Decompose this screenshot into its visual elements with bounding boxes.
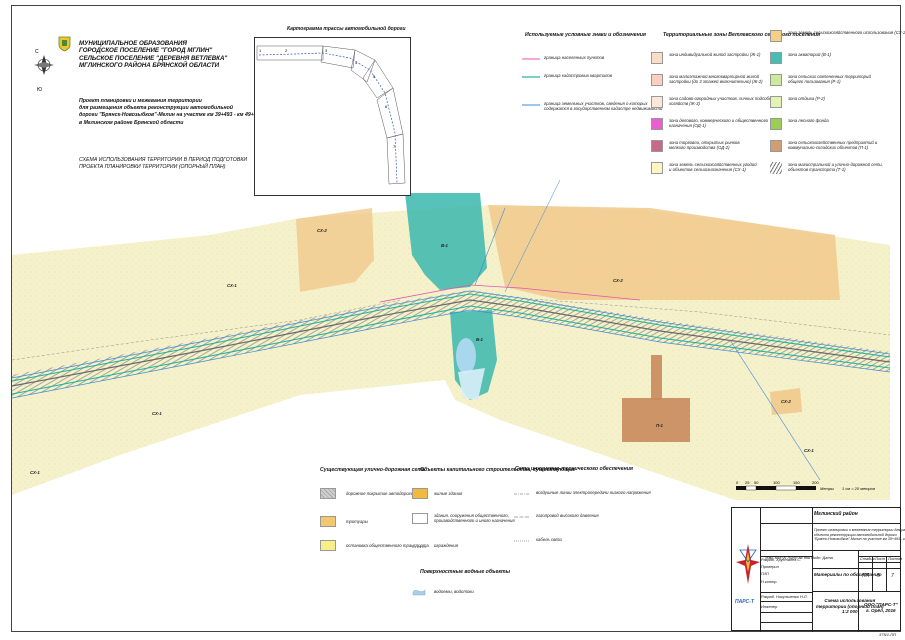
zone-sh2-right — [488, 205, 840, 300]
svg-text:Метры: Метры — [820, 486, 834, 491]
svg-text:С: С — [35, 49, 39, 55]
drawing-title: Схема использования территории (опорный … — [816, 598, 884, 615]
coat-of-arms-icon — [58, 36, 71, 52]
map-label: СХ-1 — [30, 470, 40, 475]
legend-water-title: Поверхностные водные объекты — [420, 569, 511, 575]
map-label: СХ-2 — [613, 278, 623, 283]
organization: ООО "ПАРС-Т" г. Орёл, 2016 — [864, 602, 898, 613]
map-label: СХ-1 — [804, 448, 814, 453]
legend-swatch — [320, 488, 336, 499]
legend-road-title: Существующая улично-дорожная сеть — [320, 467, 426, 473]
svg-text:25: 25 — [745, 480, 750, 485]
svg-text:Ю: Ю — [37, 87, 42, 93]
legend-swatch — [412, 488, 428, 499]
zone-label: зона делового, коммерческого и обществен… — [669, 118, 769, 129]
svg-text:100: 100 — [773, 480, 780, 485]
zone-swatch — [770, 96, 782, 108]
legend-swatch — [320, 540, 336, 551]
sheets-value: 7 — [891, 573, 894, 579]
inset-sheet-number: 3 — [325, 48, 328, 53]
water-icon — [412, 589, 426, 596]
map-label: СХ-1 — [152, 411, 162, 416]
map-label: В-1 — [476, 337, 483, 342]
stage-value: ПП — [862, 573, 870, 579]
zone-label: зона торговли, открытых рынков мелкого п… — [669, 140, 740, 151]
sheet-frame — [11, 5, 901, 632]
legend-symbols-title: Используемые условные знаки и обозначени… — [525, 32, 646, 38]
zone-label: зона индивидуальной жилой застройки (Ж-1… — [669, 52, 761, 57]
company-logo-icon — [736, 544, 760, 584]
inset-sheet-number: 7 — [393, 144, 396, 149]
zone-label: зона малоэтажной многоквартирной жилой з… — [669, 74, 763, 85]
title-block: ПАРС-Т Изм. Кол.уч Лист № док Подп. Дата… — [731, 507, 905, 632]
zone-label: зона земель сельскохозяйственных угодий … — [669, 162, 757, 173]
zone-label: зона магистральной и улично-дорожной сет… — [788, 162, 883, 173]
legend-zones-title: Территориальные зоны Ветлевского сельско… — [663, 32, 821, 38]
map-label: СХ-2 — [317, 228, 327, 233]
zone-swatch — [651, 162, 663, 174]
zone-industrial — [622, 398, 690, 442]
map-label: СХ-2 — [781, 399, 791, 404]
legend-swatch — [412, 513, 428, 524]
legend-capital-title: Объекты капитального строительства, суще… — [420, 467, 576, 473]
zone-swatch — [651, 96, 663, 108]
zone-swatch — [651, 140, 663, 152]
zone-swatch — [770, 140, 782, 152]
sheet-value: 5 — [877, 573, 880, 579]
inset-sheet-number: 1 — [259, 48, 262, 53]
zone-label: зона сельских озелененных территорий общ… — [788, 74, 871, 85]
scheme-title: СХЕМА ИСПОЛЬЗОВАНИЯ ТЕРРИТОРИИ В ПЕРИОД … — [79, 157, 248, 171]
inset-sheet-number: 6 — [385, 104, 388, 109]
zone-sh2-left — [296, 208, 374, 292]
zone-swatch — [770, 162, 782, 174]
route-cartogram: 1 2 3 4 5 6 7 — [254, 37, 411, 196]
map-label: В-1 — [441, 243, 448, 248]
project-title: Проект планировки и межевания территории… — [79, 98, 263, 126]
zone-swatch — [770, 74, 782, 86]
zone-label: зона отдыха (Р-2) — [788, 96, 825, 101]
svg-text:150: 150 — [793, 480, 800, 485]
inset-sheet-number: 4 — [355, 60, 358, 65]
scale-bar: 0 25 50 100 150 200 Метры 1 см = 20 метр… — [736, 480, 896, 507]
legend-swatch — [320, 516, 336, 527]
svg-text:50: 50 — [754, 480, 759, 485]
company-logo-text: ПАРС-Т — [735, 599, 754, 605]
district-name: Мглинский район — [814, 511, 858, 517]
zone-swatch — [770, 30, 782, 42]
zone-label: зона садово-огородных участков, личных п… — [669, 96, 777, 107]
inset-sheet-number: 5 — [373, 74, 376, 79]
pond — [456, 338, 476, 374]
zone-swatch — [651, 118, 663, 130]
zone-label: зона сельскохозяйственных предприятий и … — [788, 140, 878, 151]
svg-text:1 см = 20 метров: 1 см = 20 метров — [842, 486, 875, 491]
zone-label: зона земель сельскохозяйственного исполь… — [788, 30, 905, 35]
road-corridor — [12, 290, 890, 398]
svg-text:0: 0 — [736, 480, 739, 485]
zone-swatch — [651, 52, 663, 64]
compass-rose-icon: С Ю — [34, 49, 54, 93]
zone-label: зона лесного фонда — [788, 118, 829, 123]
legend-engineering-title: Сети инженерно-технического обеспечения — [515, 466, 633, 472]
map-label: П-1 — [656, 423, 663, 428]
inset-title: Картограмма трассы автомобильной дороги — [287, 26, 406, 32]
project-description: Проект планировки и межевания территории… — [814, 528, 905, 542]
zone-water-north — [405, 193, 487, 290]
zone-swatch — [651, 74, 663, 86]
svg-text:200: 200 — [812, 480, 819, 485]
inset-sheet-number: 2 — [285, 48, 288, 53]
footnote: 375/1-ПП — [879, 632, 897, 637]
zone-swatch — [770, 118, 782, 130]
zone-label: зона акваторий (В-1) — [788, 52, 832, 57]
zone-swatch — [770, 52, 782, 64]
map-label: СХ-1 — [227, 283, 237, 288]
materials-label: Материалы по обоснованию — [814, 572, 882, 577]
